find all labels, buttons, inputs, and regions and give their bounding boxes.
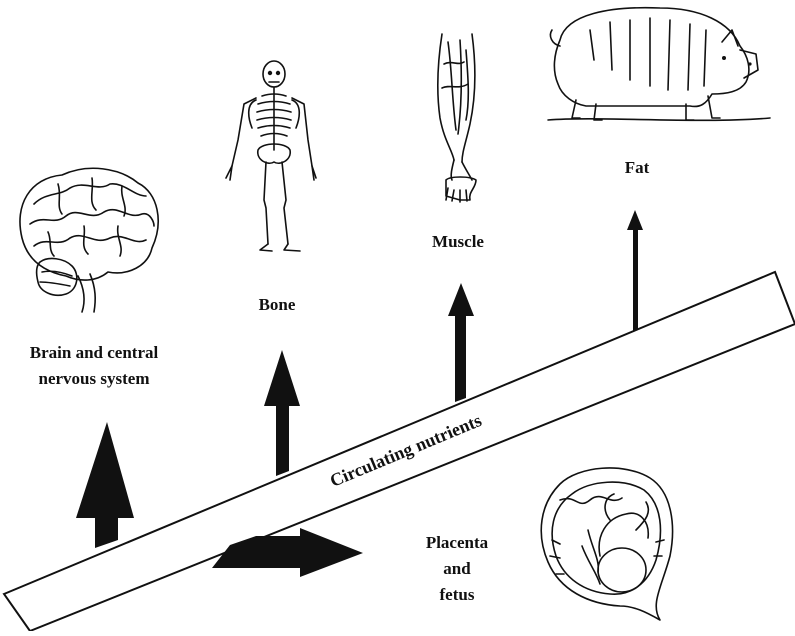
pig-icon: [548, 8, 770, 121]
label-placenta-line3: fetus: [440, 585, 475, 604]
label-fat: Fat: [625, 158, 650, 177]
arrow-bone: [264, 350, 300, 476]
fetus-in-womb-icon: [541, 468, 672, 620]
skeleton-icon: [226, 61, 316, 251]
label-muscle: Muscle: [432, 232, 484, 251]
brain-icon: [20, 168, 158, 312]
label-brain-line1: Brain and central: [30, 343, 159, 362]
arrow-fat: [627, 210, 643, 332]
muscle-icon: [438, 34, 476, 202]
circulating-nutrients-band: Circulating nutrients: [4, 272, 795, 631]
label-placenta: Placenta and fetus: [426, 533, 489, 604]
label-brain: Brain and central nervous system: [30, 343, 159, 388]
arrow-brain: [76, 422, 134, 548]
label-placenta-line2: and: [443, 559, 471, 578]
arrow-muscle: [448, 283, 474, 402]
label-bone: Bone: [259, 295, 296, 314]
label-brain-line2: nervous system: [39, 369, 150, 388]
label-placenta-line1: Placenta: [426, 533, 489, 552]
